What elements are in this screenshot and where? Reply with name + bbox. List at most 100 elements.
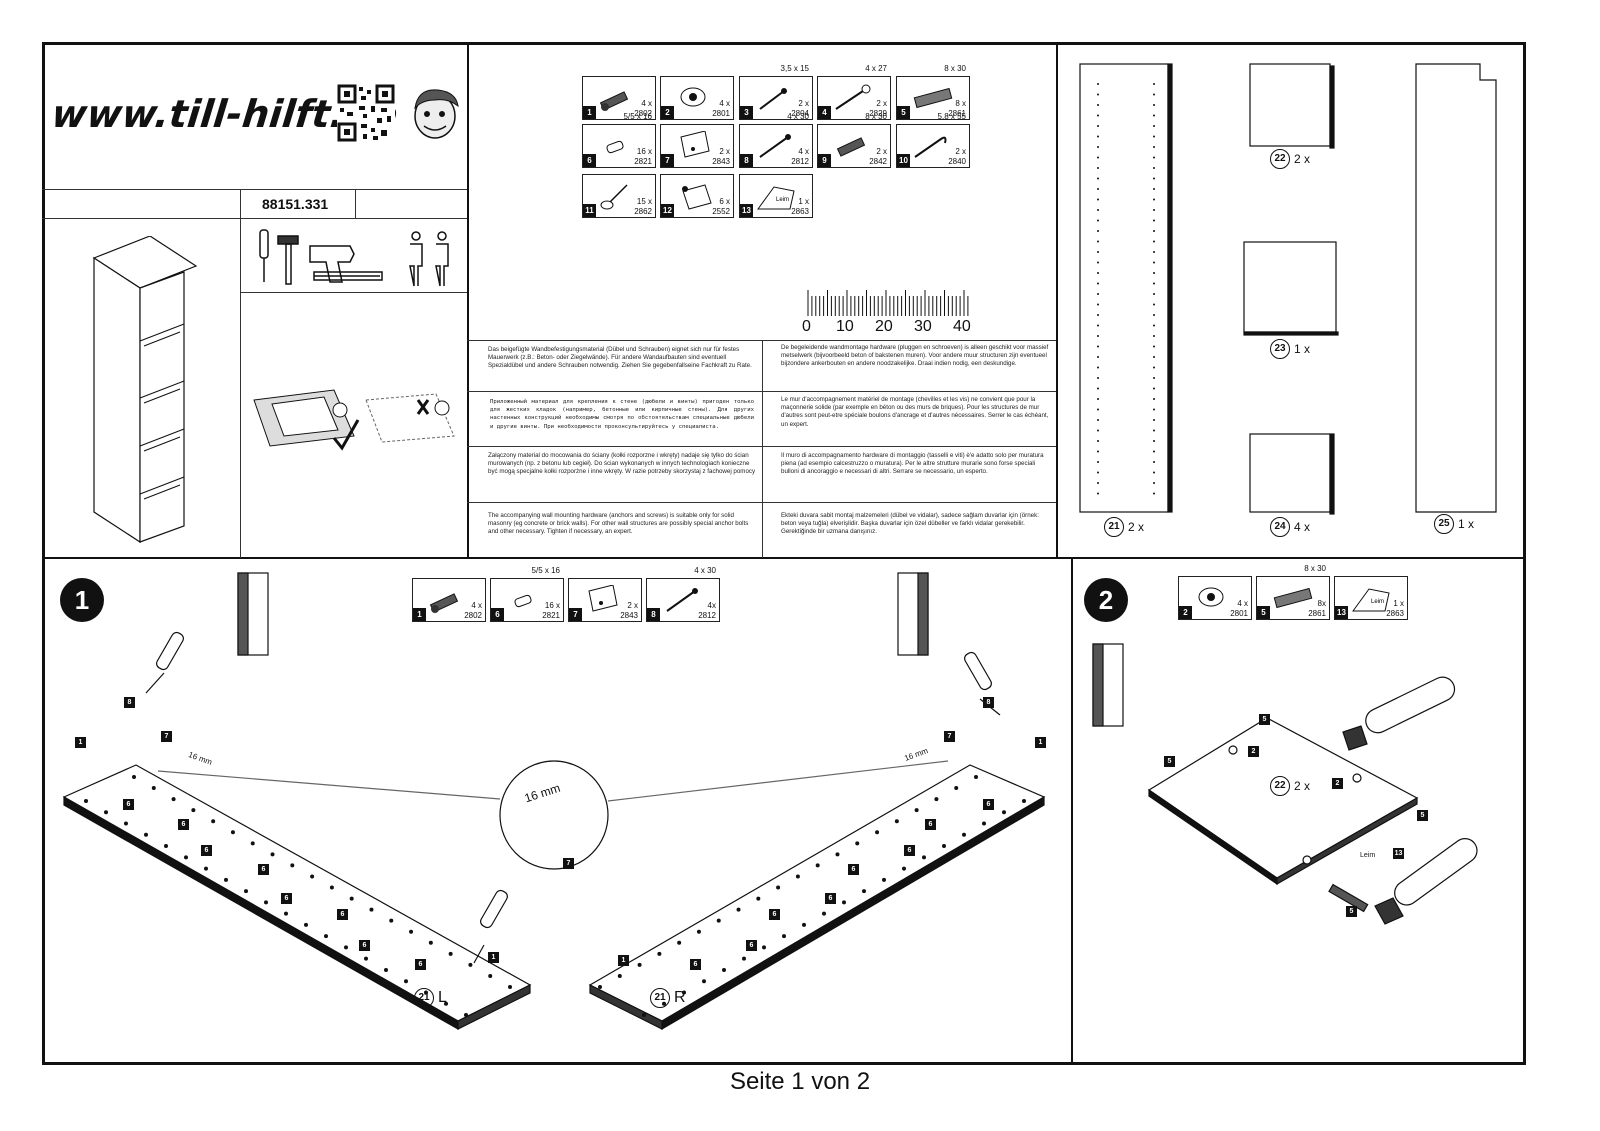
part-22-id: 22 bbox=[1270, 149, 1290, 169]
ruler-label-20: 20 bbox=[875, 318, 893, 335]
panel-right-side: R bbox=[674, 989, 686, 1006]
ruler-label-40: 40 bbox=[953, 318, 971, 335]
tools-icon bbox=[259, 229, 449, 287]
part-25-qty: 1 x bbox=[1458, 517, 1475, 531]
hardware-size: 5/5 x 16 bbox=[531, 566, 560, 575]
notice-en: The accompanying wall mounting hardware … bbox=[488, 512, 749, 536]
tag-2-a: 2 bbox=[1248, 746, 1259, 757]
tag-1-left: 1 bbox=[75, 737, 86, 748]
hardware-code: 2861 bbox=[1308, 609, 1326, 618]
part-21-id: 21 bbox=[1104, 517, 1124, 537]
hardware-1-icon bbox=[429, 593, 459, 613]
hardware-quantity: 4 x bbox=[471, 601, 482, 610]
article-number: 88151.331 bbox=[262, 196, 329, 212]
step-1-diagram bbox=[62, 572, 1046, 1031]
hardware-number: 1 bbox=[583, 106, 596, 119]
parts-drawings bbox=[1079, 63, 1497, 515]
hardware-number: 2 bbox=[661, 106, 674, 119]
step-2-panel-qty: 2 x bbox=[1294, 779, 1311, 793]
hardware-code: 2804 bbox=[791, 109, 809, 118]
hardware-7-icon bbox=[588, 585, 618, 612]
hardware-number: 8 bbox=[647, 608, 660, 621]
hardware-quantity: 4 x bbox=[1237, 599, 1248, 608]
ruler-label-30: 30 bbox=[914, 318, 932, 335]
panel-right-id: 21 bbox=[650, 988, 670, 1008]
hardware-8-icon bbox=[666, 588, 698, 612]
tag-8-right: 8 bbox=[983, 697, 994, 708]
hardware-quantity: 2 x bbox=[719, 147, 730, 156]
tag-6-r6: 6 bbox=[769, 909, 780, 920]
hardware-number: 13 bbox=[740, 204, 753, 217]
hardware-number: 11 bbox=[583, 204, 596, 217]
tag-6-r8: 6 bbox=[690, 959, 701, 970]
hardware-code: 2552 bbox=[712, 207, 730, 216]
hardware-number: 7 bbox=[661, 154, 674, 167]
divider-vertical-bottom bbox=[1071, 557, 1073, 1065]
hardware-quantity: 2 x bbox=[876, 99, 887, 108]
hardware-quantity: 6 x bbox=[719, 197, 730, 206]
mascot-face-icon bbox=[414, 89, 459, 139]
hardware-8-icon bbox=[759, 134, 791, 158]
qr-code-icon bbox=[337, 84, 395, 142]
hardware-5-icon bbox=[913, 87, 953, 109]
hardware-number: 6 bbox=[491, 608, 504, 621]
ruler-label-10: 10 bbox=[836, 318, 854, 335]
page-footer: Seite 1 von 2 bbox=[729, 1068, 871, 1095]
hardware-quantity: 15 x bbox=[636, 197, 652, 206]
tag-6-r3: 6 bbox=[904, 845, 915, 856]
notice-fr: Le mur d'accompagnement matériel de mont… bbox=[781, 396, 1049, 428]
tag-13: 13 bbox=[1393, 848, 1404, 859]
tag-6-r4: 6 bbox=[848, 864, 859, 875]
part-24-id: 24 bbox=[1270, 517, 1290, 537]
svg-text:Leim: Leim bbox=[776, 197, 789, 203]
hardware-size: 4 x 27 bbox=[865, 64, 887, 73]
tag-6-r1: 6 bbox=[983, 799, 994, 810]
tag-6-h: 6 bbox=[415, 959, 426, 970]
hardware-2-icon bbox=[1198, 587, 1224, 607]
hardware-quantity: 2 x bbox=[955, 147, 966, 156]
panel-left-id: 21 bbox=[414, 988, 434, 1008]
hardware-code: 2801 bbox=[712, 109, 730, 118]
shelf-illustration bbox=[92, 236, 198, 544]
tag-7-right: 7 bbox=[944, 731, 955, 742]
hardware-code: 2843 bbox=[620, 611, 638, 620]
divider-vertical-right bbox=[1056, 42, 1058, 558]
hardware-quantity: 2 x bbox=[876, 147, 887, 156]
hardware-5-icon bbox=[1273, 587, 1313, 609]
hardware-code: 2863 bbox=[1386, 609, 1404, 618]
tag-6-g: 6 bbox=[359, 940, 370, 951]
hardware-quantity: 8 x bbox=[955, 99, 966, 108]
hardware-code: 2812 bbox=[791, 157, 809, 166]
panel-left-side: L bbox=[438, 989, 447, 1006]
wall-mount-diagram bbox=[253, 389, 455, 451]
page-frame bbox=[42, 42, 1526, 1065]
tag-8-left: 8 bbox=[124, 697, 135, 708]
hardware-code: 2802 bbox=[464, 611, 482, 620]
tag-1-right: 1 bbox=[1035, 737, 1046, 748]
hardware-13-icon: Leim bbox=[757, 186, 795, 210]
hardware-code: 2863 bbox=[791, 207, 809, 216]
tag-1-left-end: 1 bbox=[488, 952, 499, 963]
hardware-code: 2829 bbox=[869, 109, 887, 118]
tag-6-d: 6 bbox=[258, 864, 269, 875]
hardware-size: 4 x 30 bbox=[694, 566, 716, 575]
hardware-number: 13 bbox=[1335, 606, 1348, 619]
hardware-6-icon bbox=[514, 594, 532, 608]
hardware-10-icon bbox=[914, 136, 947, 158]
